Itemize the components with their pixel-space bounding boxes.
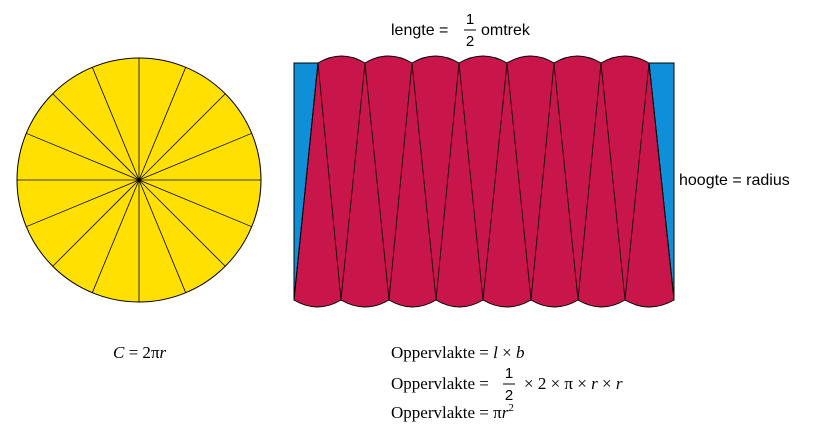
area-word-1: Oppervlakte <box>391 343 475 362</box>
sector-divider <box>553 62 579 301</box>
area-word-2: Oppervlakte <box>391 374 475 393</box>
circle-spoke <box>138 179 252 228</box>
sectored-circle <box>16 57 262 303</box>
area-pi: π <box>493 403 502 422</box>
circumference-formula: C = 2πr <box>113 343 167 362</box>
sector-divider <box>600 62 626 301</box>
area-fraction-denominator: 2 <box>505 387 513 404</box>
sector-divider <box>411 62 437 301</box>
sector-divider <box>624 62 650 301</box>
area-formula-line1: Oppervlakte = l × b <box>391 343 524 362</box>
area-r: r <box>502 403 509 422</box>
area-superscript: 2 <box>508 402 514 414</box>
circle-spoke <box>26 179 140 228</box>
sector-divider <box>530 62 555 301</box>
area-times-2: × <box>598 374 616 393</box>
area-r1: r <box>591 374 598 393</box>
sector-divider <box>317 62 342 301</box>
area-formula-line2: Oppervlakte = 1 2 × 2 × π × r × r <box>391 365 623 404</box>
circle-spokes <box>17 58 261 302</box>
sector-divider <box>506 62 532 301</box>
length-label-numerator: 1 <box>466 11 474 28</box>
circle-spoke <box>138 179 226 267</box>
length-label-denominator: 2 <box>466 33 474 50</box>
length-label: lengte = 1 2 omtrek <box>391 11 531 50</box>
circle-spoke <box>26 132 140 181</box>
svg-text:Oppervlakte =: Oppervlakte = <box>391 374 489 393</box>
area-eq-2: = <box>475 374 489 393</box>
height-label: hoogte = radius <box>679 172 790 189</box>
circle-spoke <box>52 179 140 267</box>
sector-divider <box>340 62 366 301</box>
rearranged-rectangle <box>293 55 675 308</box>
area-l: l <box>493 343 498 362</box>
sector-divider <box>293 62 319 301</box>
area-r2: r <box>616 374 623 393</box>
area-fraction-numerator: 1 <box>505 365 513 382</box>
sector-divider <box>648 62 675 301</box>
sector-divider <box>364 62 390 301</box>
sector-divider <box>458 62 484 301</box>
circumference-r: r <box>160 343 167 362</box>
circle-spoke <box>138 132 252 181</box>
sector-divider <box>435 62 460 301</box>
circumference-pi: π <box>151 343 160 362</box>
area-rest-2: × 2 × π × <box>524 374 591 393</box>
area-word-3: Oppervlakte <box>391 403 475 422</box>
sector-divider <box>388 62 413 301</box>
circle-spoke <box>91 179 140 293</box>
sector-divider <box>482 62 508 301</box>
area-eq-3: = <box>475 403 493 422</box>
length-label-prefix: lengte = <box>391 22 448 39</box>
area-formula-line3: Oppervlakte = πr2 <box>391 402 514 422</box>
length-label-suffix: omtrek <box>481 22 531 39</box>
circle-spoke <box>52 93 140 181</box>
circumference-c: C <box>113 343 125 362</box>
circle-spoke <box>138 93 226 181</box>
circumference-eq: = 2 <box>124 343 151 362</box>
circle-spoke <box>91 67 140 181</box>
svg-text:× 2 × π × r × r: × 2 × π × r × r <box>524 374 623 393</box>
circle-spoke <box>138 67 187 181</box>
red-sectors-body <box>293 55 675 308</box>
circle-spoke <box>138 179 187 293</box>
area-times-1: × <box>498 343 516 362</box>
area-eq-1: = <box>475 343 493 362</box>
area-b: b <box>516 343 525 362</box>
sector-divider <box>577 62 602 301</box>
